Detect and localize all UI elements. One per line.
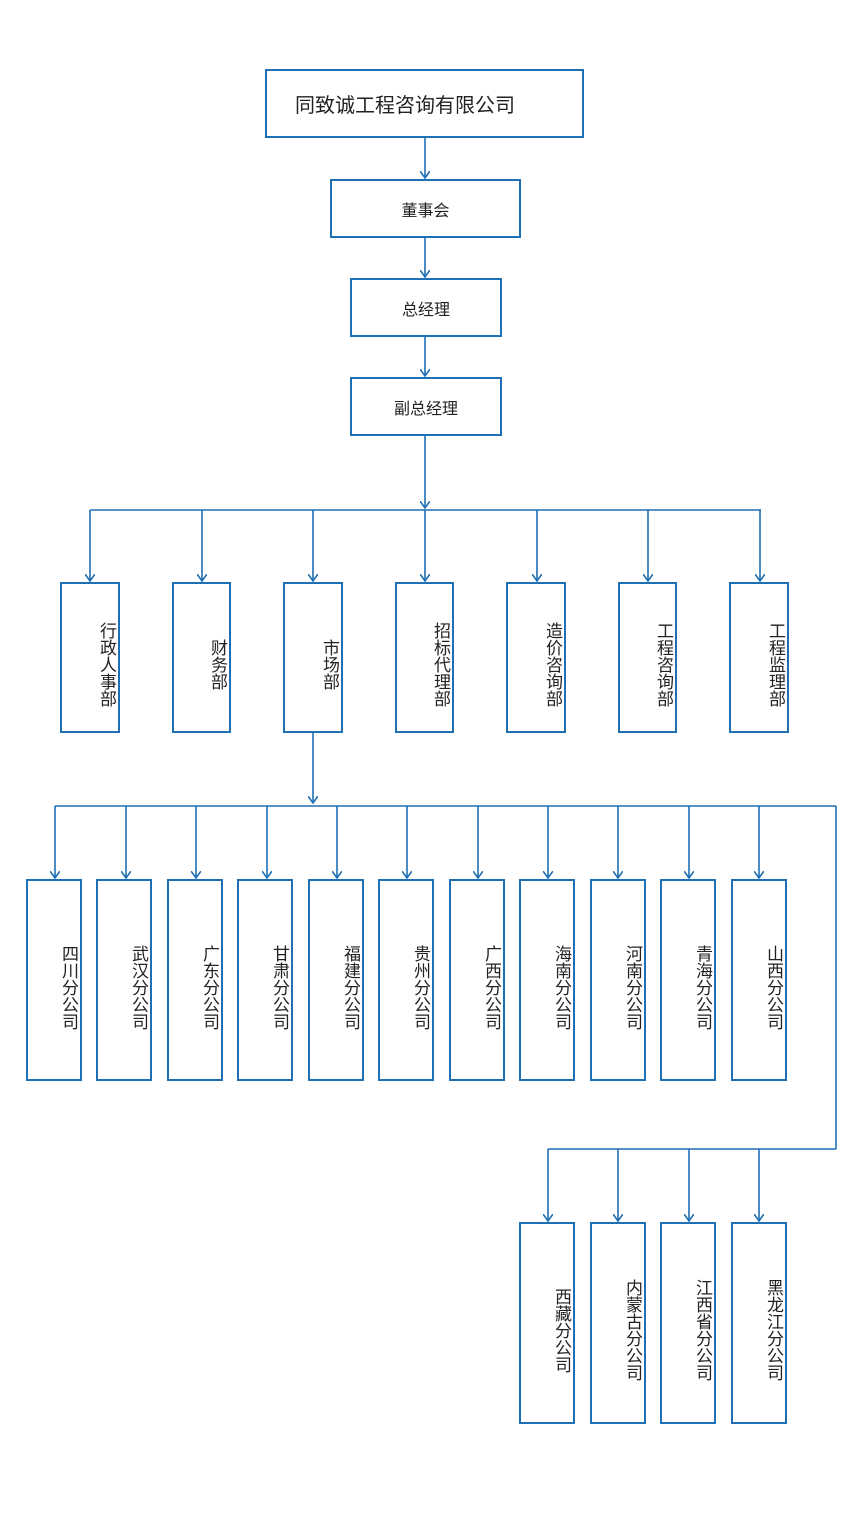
branch-xizang: 西藏分公司 <box>519 1222 575 1424</box>
branch-neimenggu: 内蒙古分公司 <box>590 1222 646 1424</box>
branch-fujian: 福建分公司 <box>308 879 364 1081</box>
dept-market: 市场部 <box>283 582 343 733</box>
dept-admin-hr: 行政人事部 <box>60 582 120 733</box>
branch-shanxi: 山西分公司 <box>731 879 787 1081</box>
dept-engineering-supervision: 工程监理部 <box>729 582 789 733</box>
branch-guangdong: 广东分公司 <box>167 879 223 1081</box>
company-box: 同致诚工程咨询有限公司 <box>265 69 584 138</box>
branch-wuhan: 武汉分公司 <box>96 879 152 1081</box>
branch-guangxi: 广西分公司 <box>449 879 505 1081</box>
branch-heilongjiang: 黑龙江分公司 <box>731 1222 787 1424</box>
board-box: 董事会 <box>330 179 521 238</box>
branch-hainan: 海南分公司 <box>519 879 575 1081</box>
dept-cost-consulting: 造价咨询部 <box>506 582 566 733</box>
dept-bidding-agency: 招标代理部 <box>395 582 454 733</box>
dept-finance: 财务部 <box>172 582 231 733</box>
branch-qinghai: 青海分公司 <box>660 879 716 1081</box>
branch-sichuan: 四川分公司 <box>26 879 82 1081</box>
branch-henan: 河南分公司 <box>590 879 646 1081</box>
general-manager-box: 总经理 <box>350 278 502 337</box>
deputy-manager-box: 副总经理 <box>350 377 502 436</box>
dept-engineering-consulting: 工程咨询部 <box>618 582 677 733</box>
branch-jiangxi: 江西省分公司 <box>660 1222 716 1424</box>
branch-gansu: 甘肃分公司 <box>237 879 293 1081</box>
branch-guizhou: 贵州分公司 <box>378 879 434 1081</box>
